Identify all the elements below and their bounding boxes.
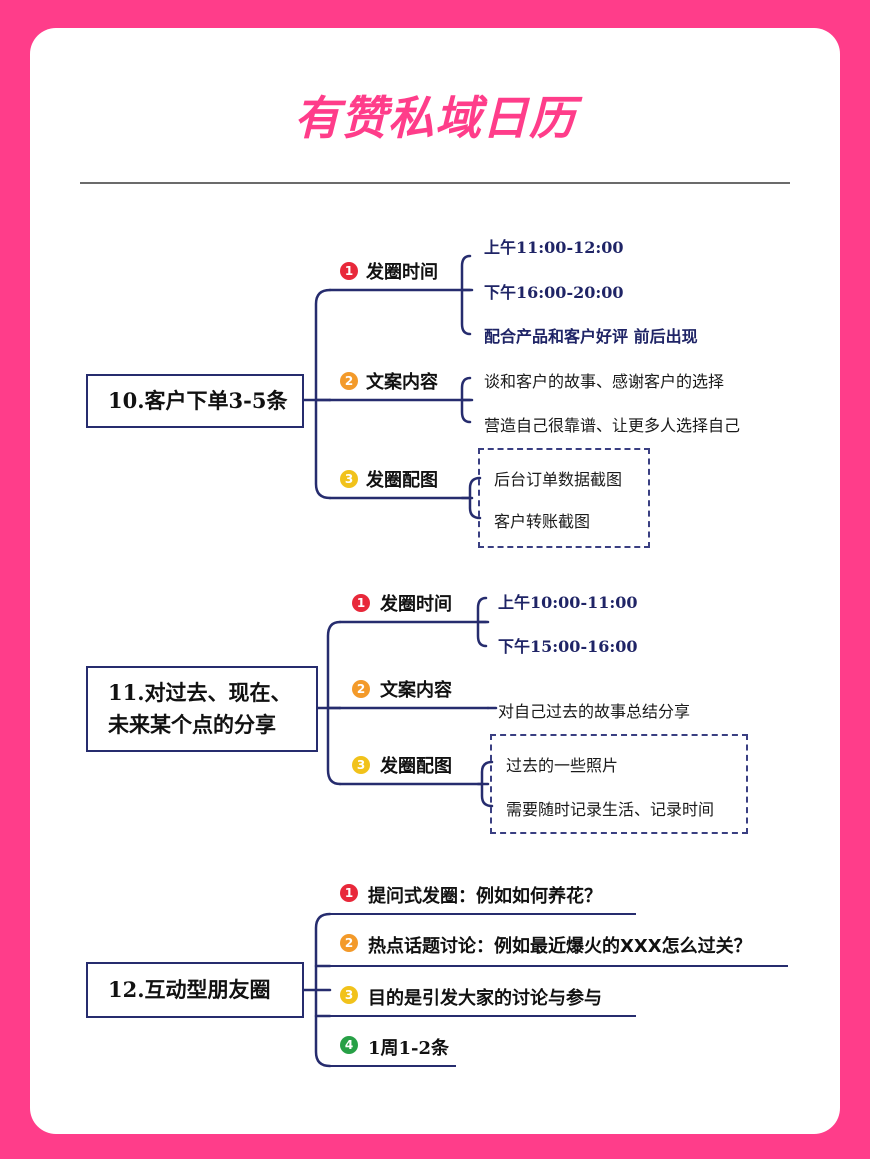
section-12-root-label: 12.互动型朋友圈 [108, 977, 271, 1002]
section-11-leaf-afternoon: 下午15:00-16:00 [498, 637, 638, 656]
section-12-root: 12.互动型朋友圈 [86, 962, 304, 1018]
section-10-branch-time: 发圈时间 [366, 262, 438, 283]
section-12-item-hot-topic: 热点话题讨论：例如最近爆火的XXX怎么过关？ [368, 936, 752, 957]
section-12-underline-4 [330, 1065, 456, 1067]
section-11-leaf-record-life: 需要随时记录生活、记录时间 [506, 800, 715, 819]
title-divider [80, 182, 790, 184]
section-10-leaf-pairing: 配合产品和客户好评 前后出现 [484, 327, 698, 346]
section-12-underline-3 [330, 1015, 636, 1017]
section-10-branch-images: 发圈配图 [366, 470, 438, 491]
section-11-leaf-photos: 过去的一些照片 [506, 756, 619, 775]
section-10-root-label: 10.客户下单3-5条 [108, 388, 288, 413]
section-12-item-frequency: 1周1-2条 [368, 1038, 450, 1059]
section-11-branch-images: 发圈配图 [380, 756, 452, 777]
section-12-item-purpose: 目的是引发大家的讨论与参与 [368, 988, 602, 1009]
badge-3-icon: 3 [340, 470, 358, 488]
badge-3-icon: 3 [352, 756, 370, 774]
section-10-leaf-story: 谈和客户的故事、感谢客户的选择 [484, 372, 725, 391]
badge-2-icon: 2 [340, 934, 358, 952]
content-card [30, 28, 840, 1134]
badge-2-icon: 2 [340, 372, 358, 390]
section-10-leaf-afternoon: 下午16:00-20:00 [484, 283, 624, 302]
badge-3-icon: 3 [340, 986, 358, 1004]
badge-2-icon: 2 [352, 680, 370, 698]
badge-1-icon: 1 [352, 594, 370, 612]
badge-1-icon: 1 [340, 884, 358, 902]
section-10-leaf-morning: 上午11:00-12:00 [484, 238, 624, 257]
section-10-branch-copy: 文案内容 [366, 372, 438, 393]
section-11-root: 11.对过去、现在、 未来某个点的分享 [86, 666, 318, 752]
section-11-leaf-past-story: 对自己过去的故事总结分享 [498, 702, 691, 721]
section-10-root: 10.客户下单3-5条 [86, 374, 304, 428]
badge-4-icon: 4 [340, 1036, 358, 1054]
section-12-underline-1 [330, 913, 636, 915]
page-title: 有赞私域日历 [294, 91, 576, 145]
section-12-item-question: 提问式发圈：例如如何养花？ [368, 886, 602, 907]
badge-1-icon: 1 [340, 262, 358, 280]
section-11-images-box [490, 734, 748, 834]
section-10-leaf-reliable: 营造自己很靠谱、让更多人选择自己 [484, 416, 741, 435]
section-11-leaf-morning: 上午10:00-11:00 [498, 593, 638, 612]
section-12-underline-2 [330, 965, 788, 967]
section-10-leaf-order-screenshot: 后台订单数据截图 [494, 470, 623, 489]
section-10-images-box [478, 448, 650, 548]
section-11-root-line1: 11.对过去、现在、 [108, 680, 292, 705]
section-11-root-line2: 未来某个点的分享 [108, 712, 276, 737]
section-10-leaf-transfer-screenshot: 客户转账截图 [494, 512, 591, 531]
section-11-branch-time: 发圈时间 [380, 594, 452, 615]
section-11-branch-copy: 文案内容 [380, 680, 452, 701]
